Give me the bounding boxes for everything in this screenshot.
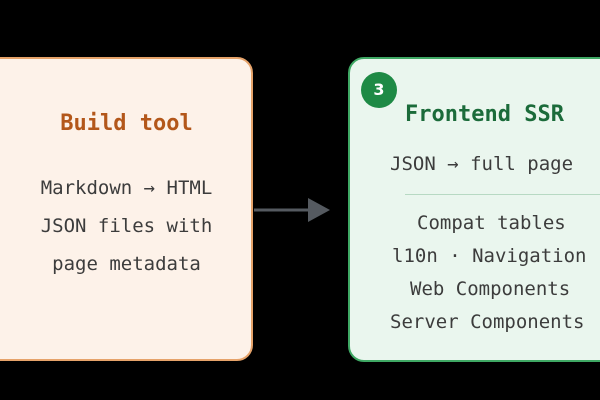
build-tool-title: Build tool [60, 111, 193, 136]
feature-item: Server Components [390, 311, 585, 333]
frontend-ssr-feature-list: Compat tables l10n · Navigation Web Comp… [390, 207, 586, 339]
frontend-ssr-card: 3 Frontend SSR JSON → full page Compat t… [348, 57, 600, 362]
feature-item: Compat tables [417, 212, 566, 234]
divider [405, 194, 600, 195]
arrow-head [308, 198, 330, 222]
frontend-ssr-subtitle: JSON → full page [390, 153, 574, 175]
build-tool-card: Build tool Markdown → HTML JSON files wi… [0, 57, 253, 361]
feature-item: Web Components [410, 278, 571, 300]
build-tool-line-1: Markdown → HTML [40, 177, 213, 199]
feature-item: l10n · Navigation [392, 245, 587, 267]
build-tool-description: Markdown → HTML JSON files with page met… [2, 169, 251, 283]
build-tool-line-3: page metadata [52, 253, 201, 275]
step-number-badge: 3 [361, 72, 397, 108]
frontend-ssr-title: Frontend SSR [405, 102, 564, 127]
build-tool-line-2: JSON files with [40, 215, 213, 237]
arrow-right-icon [254, 198, 330, 222]
